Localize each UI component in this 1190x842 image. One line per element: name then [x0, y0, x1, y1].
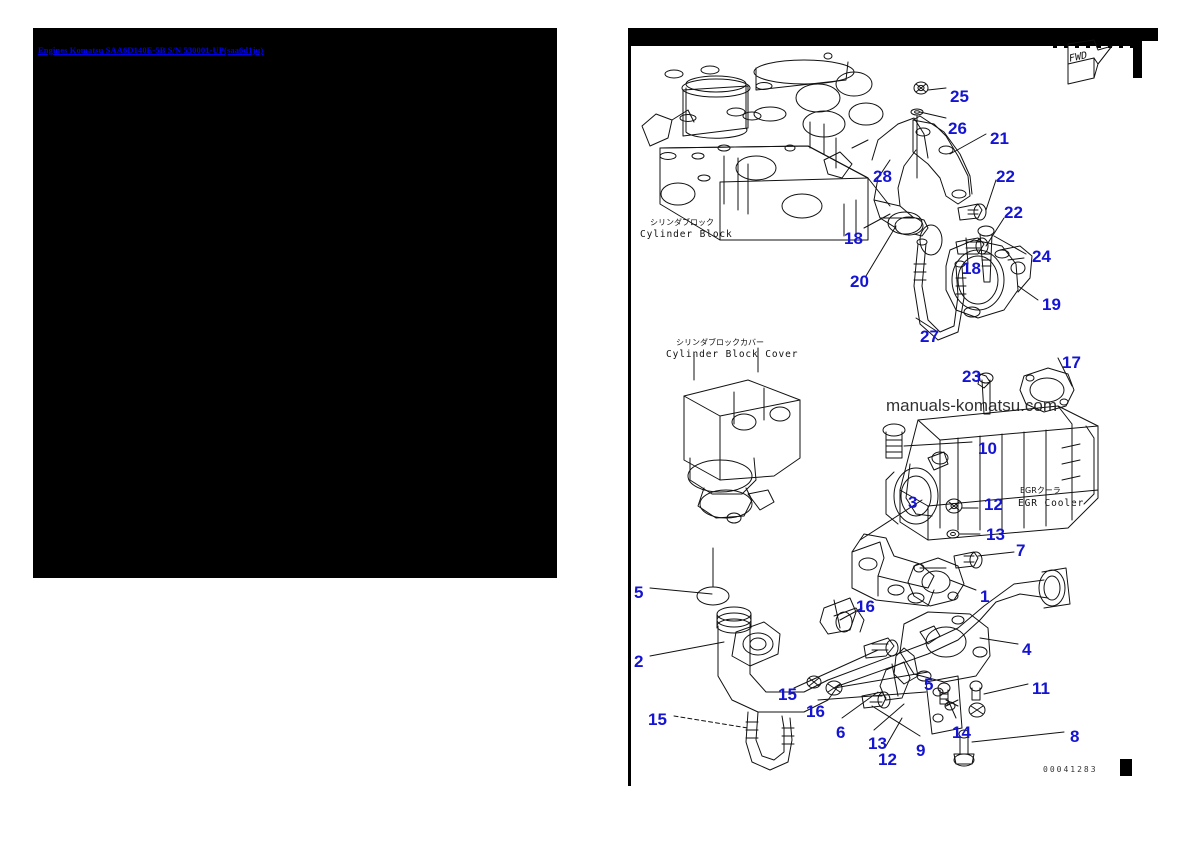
callout-number[interactable]: 28 — [873, 167, 892, 186]
callout-number[interactable]: 14 — [952, 723, 971, 742]
callout-number[interactable]: 22 — [996, 167, 1015, 186]
frame-left-rule — [628, 28, 631, 786]
page-code-block — [1120, 759, 1132, 776]
frame-top-bar — [628, 28, 1142, 46]
parts-diagram-panel: シリンダブロック Cylinder Block シリンダブロックカバー Cyli… — [628, 28, 1158, 788]
callout-number[interactable]: 13 — [868, 734, 887, 753]
callout-number[interactable]: 12 — [878, 750, 897, 769]
callout-number[interactable]: 17 — [1062, 353, 1081, 372]
frame-dotted-rule — [1053, 46, 1135, 48]
callout-number[interactable]: 13 — [986, 525, 1005, 544]
frame-right-bar — [1133, 28, 1142, 78]
callout-number[interactable]: 26 — [948, 119, 967, 138]
callout-number[interactable]: 15 — [648, 710, 667, 729]
callout-number[interactable]: 19 — [1042, 295, 1061, 314]
callout-number[interactable]: 5 — [924, 675, 934, 694]
callout-number[interactable]: 3 — [908, 493, 918, 512]
group-label-en-egr-cooler: EGR Cooler — [1018, 498, 1085, 509]
callout-number[interactable]: 21 — [990, 129, 1009, 148]
callout-number[interactable]: 6 — [836, 723, 846, 742]
document-preview-panel: Engines Komatsu SAA6D140E-5B S/N 530001-… — [33, 28, 557, 578]
callout-number[interactable]: 1 — [980, 587, 990, 606]
callout-number[interactable]: 8 — [1070, 727, 1080, 746]
callout-number[interactable]: 22 — [1004, 203, 1023, 222]
group-label-en-cylinder-block: Cylinder Block — [640, 229, 733, 240]
callout-number[interactable]: 9 — [916, 741, 926, 760]
callout-number[interactable]: 15 — [778, 685, 797, 704]
group-label-jp-cylinder-block-cover: シリンダブロックカバー — [676, 338, 764, 347]
watermark-text: manuals-komatsu.com — [886, 396, 1058, 415]
callout-number[interactable]: 5 — [634, 583, 644, 602]
callout-number[interactable]: 27 — [920, 327, 939, 346]
group-label-en-cylinder-block-cover-2: Cylinder Block Cover — [666, 349, 799, 360]
callout-number[interactable]: 16 — [806, 702, 825, 721]
callout-number[interactable]: 16 — [856, 597, 875, 616]
group-label-jp-cylinder-block: シリンダブロック — [650, 218, 714, 227]
callout-number[interactable]: 25 — [950, 87, 969, 106]
callout-number[interactable]: 2 — [634, 652, 644, 671]
callout-number[interactable]: 18 — [844, 229, 863, 248]
callout-number[interactable]: 23 — [962, 367, 981, 386]
callout-number[interactable]: 12 — [984, 495, 1003, 514]
callout-number[interactable]: 11 — [1032, 679, 1050, 698]
callout-number[interactable]: 7 — [1016, 541, 1026, 560]
callout-number[interactable]: 10 — [978, 439, 997, 458]
group-label-jp-egr-cooler: EGRクーラ — [1020, 486, 1061, 495]
document-title-link[interactable]: Engines Komatsu SAA6D140E-5B S/N 530001-… — [38, 45, 264, 55]
callout-number[interactable]: 20 — [850, 272, 869, 291]
exploded-view-artwork — [641, 39, 1113, 771]
callout-number[interactable]: 24 — [1032, 247, 1051, 266]
callout-number[interactable]: 4 — [1022, 640, 1032, 659]
callout-number[interactable]: 18 — [962, 259, 981, 278]
page-code-text: 00041283 — [1043, 765, 1098, 774]
